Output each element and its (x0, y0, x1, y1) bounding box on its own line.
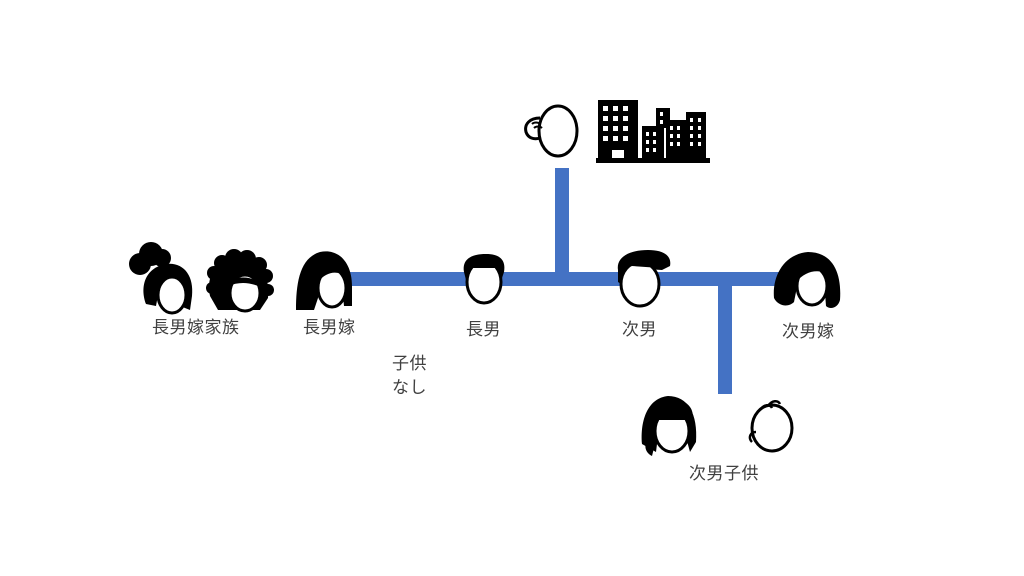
eldest-son-wife-family-man-icon (206, 249, 274, 313)
second-son-wife-icon (773, 252, 841, 308)
horizontal-connector (344, 272, 814, 286)
label-second-son-wife: 次男嫁 (782, 322, 835, 342)
no-children-note: 子供 なし (392, 352, 427, 400)
vertical-connector-to-children (718, 279, 732, 394)
no-children-note-line2: なし (392, 378, 427, 398)
city-buildings-icon (596, 100, 710, 163)
label-second-son-children: 次男子供 (689, 464, 759, 484)
eldest-son-wife-family-woman-icon (129, 242, 193, 315)
eldest-son-icon (463, 254, 505, 305)
vertical-connector-to-parent (555, 168, 569, 280)
label-eldest-son-wife: 長男嫁 (303, 318, 356, 338)
label-eldest-son-wife-family: 長男嫁家族 (152, 318, 240, 338)
label-eldest-son: 長男 (466, 320, 501, 340)
second-son-child-girl-icon (641, 396, 697, 456)
second-son-child-baby-icon (748, 400, 794, 453)
parent-elderly-man-icon (524, 104, 579, 158)
no-children-note-line1: 子供 (392, 354, 427, 374)
label-second-son: 次男 (622, 320, 657, 340)
second-son-icon (617, 250, 671, 308)
connector-lines (344, 168, 814, 394)
eldest-son-wife-icon (296, 251, 352, 310)
